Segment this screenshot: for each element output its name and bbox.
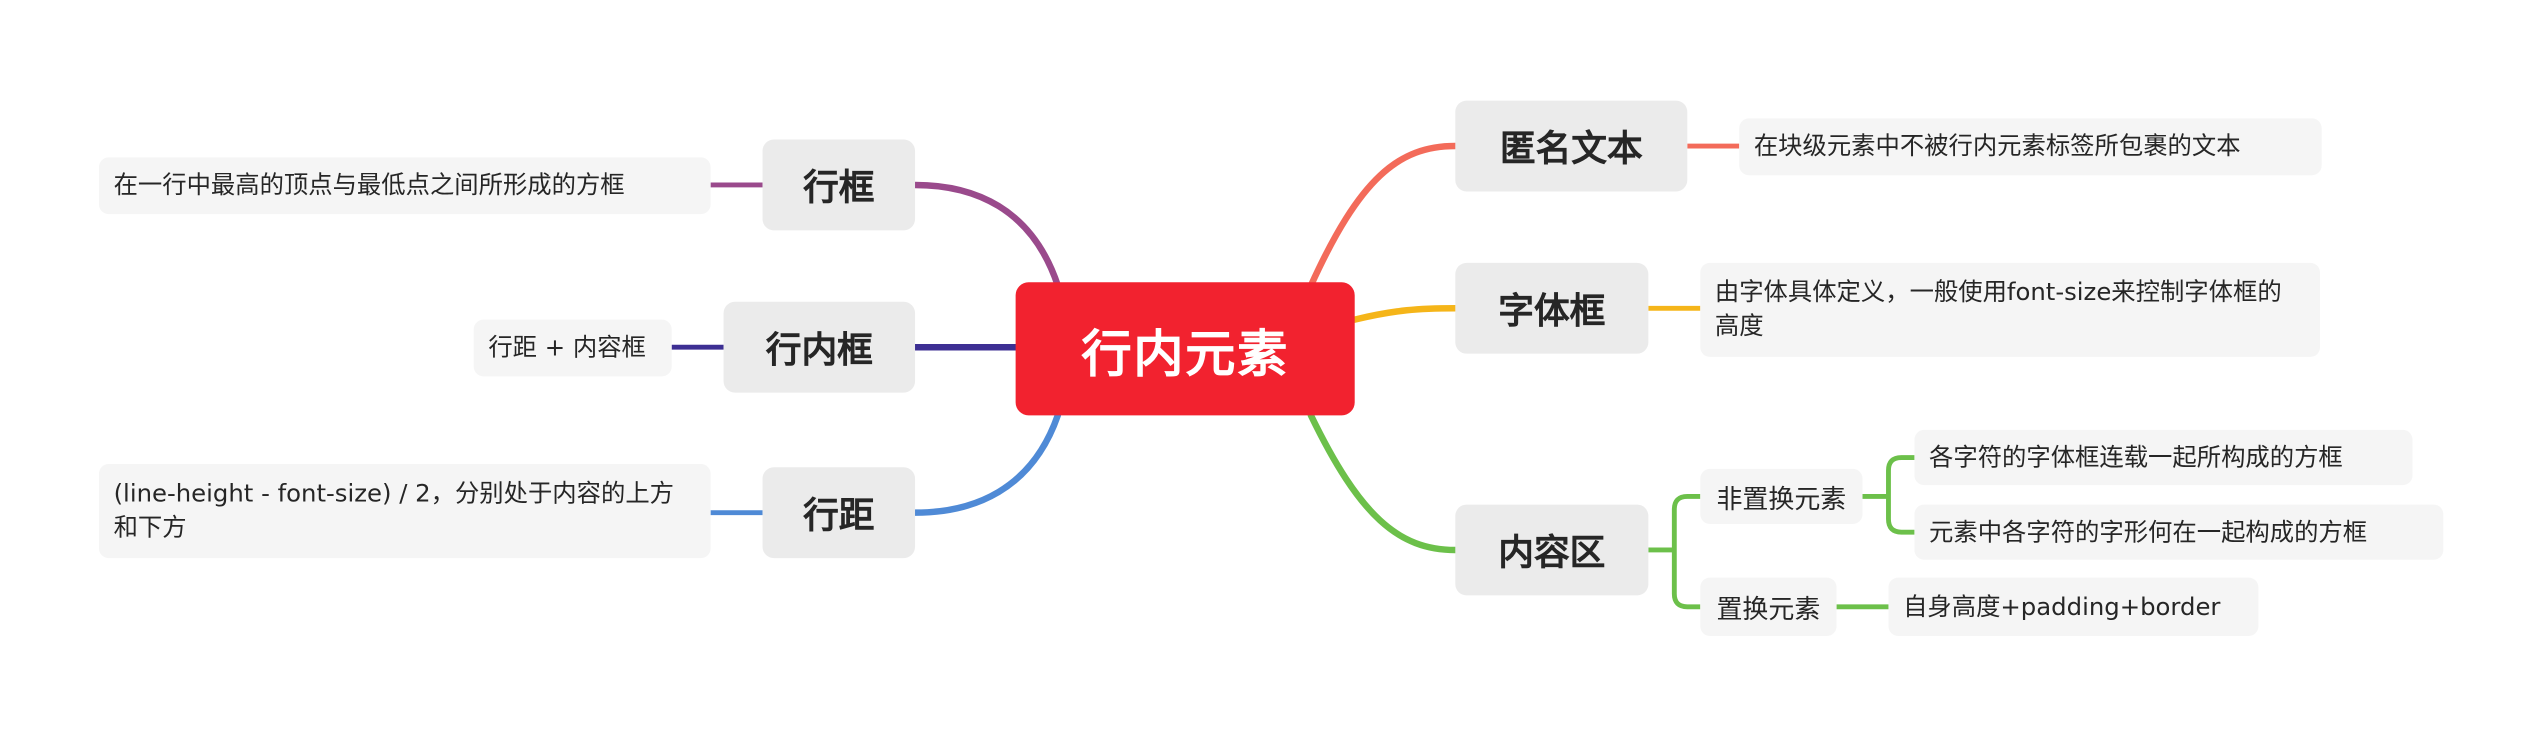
- subtopic-non-replaced[interactable]: 非置换元素: [1700, 468, 1863, 525]
- detail-leading[interactable]: (line-height - font-size) / 2，分别处于内容的上方和…: [98, 464, 711, 559]
- detail-font-box[interactable]: 由字体具体定义，一般使用font-size来控制字体框的高度: [1700, 262, 2321, 357]
- detail-anonymous-text[interactable]: 在块级元素中不被行内元素标签所包裹的文本: [1739, 118, 2322, 176]
- connector-line-box: [911, 181, 1062, 289]
- topic-leading[interactable]: 行距: [762, 467, 916, 559]
- detail-inline-box[interactable]: 行距 + 内容框: [473, 319, 672, 377]
- detail-replaced[interactable]: 自身高度+padding+border: [1888, 577, 2259, 636]
- connector-content-area: [1307, 412, 1459, 554]
- topic-font-box[interactable]: 字体框: [1455, 262, 1649, 354]
- connector-anonymous-text: [1307, 142, 1459, 289]
- connector-content-area-bracket: [1648, 494, 1701, 610]
- topic-line-box[interactable]: 行框: [762, 139, 916, 231]
- topic-inline-box[interactable]: 行内框: [723, 301, 916, 393]
- connector-leading: [911, 412, 1062, 516]
- central-topic[interactable]: 行内元素: [1015, 282, 1355, 416]
- detail-line-box[interactable]: 在一行中最高的顶点与最低点之间所形成的方框: [98, 157, 711, 215]
- topic-anonymous-text[interactable]: 匿名文本: [1455, 100, 1688, 192]
- subtopic-replaced[interactable]: 置换元素: [1700, 577, 1837, 636]
- detail-non-replaced-2[interactable]: 元素中各字符的字形何在一起构成的方框: [1914, 504, 2444, 560]
- topic-content-area[interactable]: 内容区: [1455, 504, 1649, 596]
- detail-non-replaced-1[interactable]: 各字符的字体框连载一起所构成的方框: [1914, 429, 2413, 486]
- connector-non-replaced-bracket: [1862, 455, 1915, 535]
- connector-font-box: [1351, 305, 1459, 323]
